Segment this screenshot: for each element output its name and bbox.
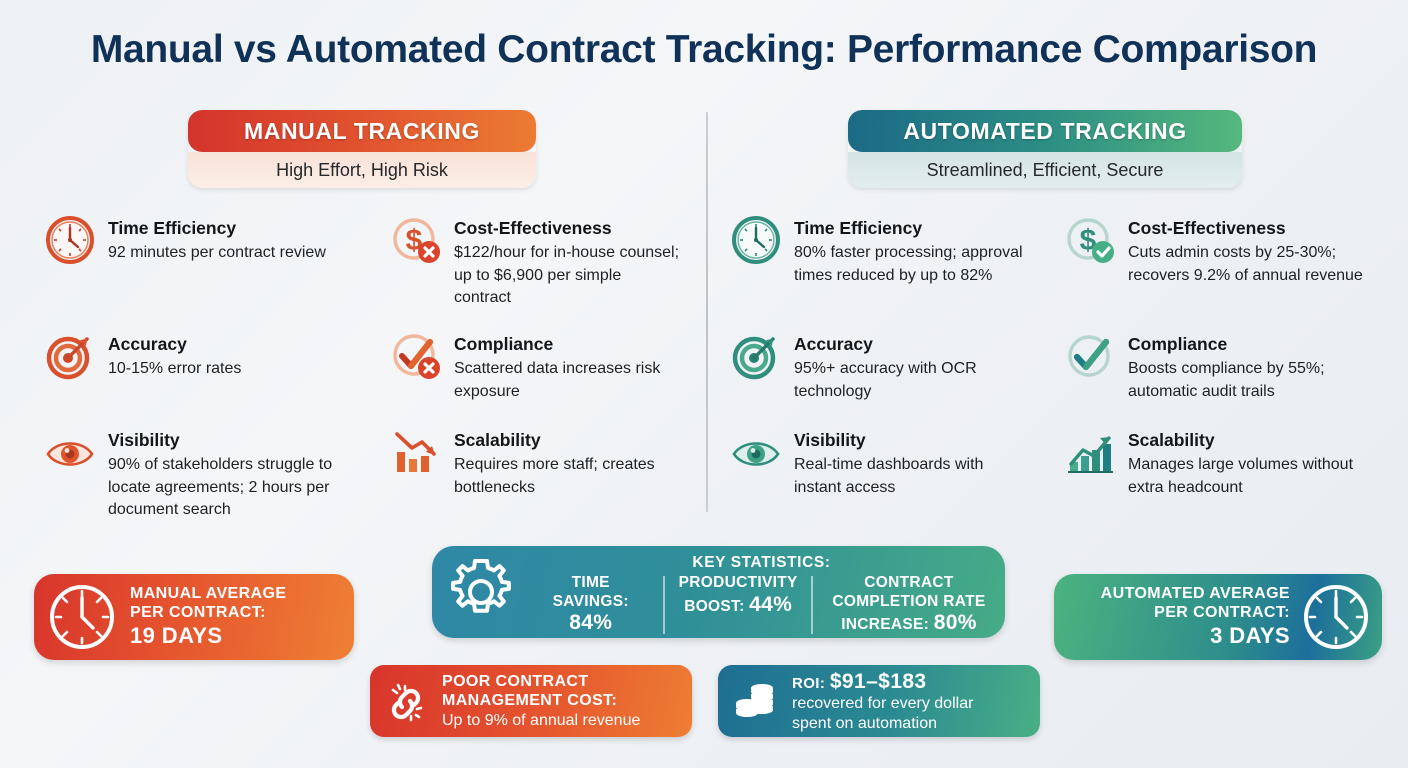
feature-title: Time Efficiency	[108, 218, 237, 238]
feature-text: Real-time dashboards with instant access	[794, 455, 984, 496]
feature-title: Compliance	[1128, 334, 1228, 354]
feature-manual-accuracy: Accuracy 10-15% error rates	[44, 334, 344, 382]
automated-summary-line1: AUTOMATED AVERAGE	[1100, 585, 1290, 603]
section-divider	[706, 112, 708, 512]
feature-automated-visibility: Visibility Real-time dashboards with ins…	[730, 430, 1030, 499]
clock-icon	[46, 581, 118, 653]
key-stat-label: INCREASE:	[841, 615, 930, 633]
automated-banner-title: AUTOMATED TRACKING	[848, 110, 1242, 152]
feature-title: Scalability	[454, 430, 541, 450]
eye-icon	[730, 426, 782, 478]
feature-text: 10-15% error rates	[108, 359, 242, 377]
clock-icon	[44, 214, 96, 266]
feature-manual-time-efficiency: Time Efficiency 92 minutes per contract …	[44, 216, 344, 266]
key-stat-value: 44%	[749, 592, 793, 616]
feature-manual-visibility: Visibility 90% of stakeholders struggle …	[44, 430, 344, 522]
clock-icon	[1300, 581, 1372, 653]
feature-title: Cost-Effectiveness	[1128, 218, 1286, 238]
feature-title: Visibility	[794, 430, 866, 450]
gear-icon	[444, 555, 518, 629]
stat-divider	[810, 576, 813, 634]
target-icon	[44, 330, 96, 382]
feature-text: Scattered data increases risk exposure	[454, 359, 661, 400]
key-stat-label: BOOST:	[684, 597, 745, 615]
feature-automated-time-efficiency: Time Efficiency 80% faster processing; a…	[730, 216, 1030, 287]
key-stat-label: CONTRACT	[864, 574, 954, 592]
manual-average-pill: MANUAL AVERAGE PER CONTRACT: 19 DAYS	[34, 574, 354, 660]
manual-banner-title: MANUAL TRACKING	[188, 110, 536, 152]
feature-text: 80% faster processing; approval times re…	[794, 243, 1023, 284]
feature-title: Compliance	[454, 334, 554, 354]
key-stat-value: 80%	[933, 610, 977, 634]
feature-title: Accuracy	[108, 334, 187, 354]
poor-contract-line3: Up to 9% of annual revenue	[442, 711, 641, 729]
key-stat-label: PRODUCTIVITY	[678, 574, 798, 592]
manual-summary-line1: MANUAL AVERAGE	[130, 585, 287, 603]
check-circle-icon	[1064, 330, 1116, 382]
automated-summary-value: 3 DAYS	[1210, 623, 1290, 649]
key-statistics-panel: KEY STATISTICS: TIME SAVINGS: 84% PRODUC…	[432, 546, 1005, 638]
roi-line2: recovered for every dollar	[792, 695, 974, 713]
manual-summary-value: 19 DAYS	[130, 623, 223, 649]
key-stat-label: COMPLETION RATE	[832, 592, 986, 610]
feature-text: Manages large volumes without extra head…	[1128, 455, 1354, 496]
roi-card: ROI: $91–$183 recovered for every dollar…	[718, 665, 1040, 737]
automated-average-pill: AUTOMATED AVERAGE PER CONTRACT: 3 DAYS	[1054, 574, 1382, 660]
check-x-icon	[390, 330, 442, 382]
page-title: Manual vs Automated Contract Tracking: P…	[90, 28, 1318, 71]
feature-title: Accuracy	[794, 334, 873, 354]
key-stat-label: TIME	[571, 574, 610, 592]
feature-manual-cost-effectiveness: $ Cost-Effectiveness $122/hour for in-ho…	[390, 218, 680, 310]
feature-text: $122/hour for in-house counsel; up to $6…	[454, 243, 680, 307]
coins-icon	[732, 677, 780, 725]
poor-contract-line2: MANAGEMENT COST:	[442, 692, 618, 710]
broken-chain-icon	[384, 677, 432, 725]
feature-text: 90% of stakeholders struggle to locate a…	[108, 455, 333, 519]
svg-text:$: $	[406, 224, 423, 257]
feature-text: 95%+ accuracy with OCR technology	[794, 359, 977, 400]
feature-automated-compliance: Compliance Boosts compliance by 55%; aut…	[1064, 334, 1364, 403]
feature-manual-compliance: Compliance Scattered data increases risk…	[390, 334, 680, 403]
feature-automated-accuracy: Accuracy 95%+ accuracy with OCR technolo…	[730, 334, 1030, 403]
stat-divider	[663, 576, 666, 634]
feature-title: Time Efficiency	[794, 218, 923, 238]
feature-title: Visibility	[108, 430, 180, 450]
roi-value: $91–$183	[829, 669, 927, 693]
manual-section-banner: MANUAL TRACKING High Effort, High Risk	[188, 110, 536, 188]
roi-label: ROI:	[792, 674, 826, 692]
manual-banner-subtitle: High Effort, High Risk	[188, 152, 536, 188]
chart-up-icon	[1064, 426, 1116, 478]
automated-banner-subtitle: Streamlined, Efficient, Secure	[848, 152, 1242, 188]
chart-down-icon	[390, 426, 442, 478]
dollar-check-icon: $	[1064, 214, 1116, 266]
feature-text: Cuts admin costs by 25-30%; recovers 9.2…	[1128, 243, 1363, 284]
key-stat-label: SAVINGS:	[552, 592, 629, 610]
feature-automated-scalability: Scalability Manages large volumes withou…	[1064, 430, 1364, 499]
poor-contract-cost-card: POOR CONTRACT MANAGEMENT COST: Up to 9% …	[370, 665, 692, 737]
svg-text:$: $	[1080, 224, 1097, 257]
manual-summary-line2: PER CONTRACT:	[130, 604, 266, 622]
feature-text: 92 minutes per contract review	[108, 243, 326, 261]
roi-line3: spent on automation	[792, 714, 937, 732]
key-stat-value: 84%	[569, 610, 613, 634]
automated-summary-line2: PER CONTRACT:	[1154, 604, 1290, 622]
key-stat-completion-rate: CONTRACT COMPLETION RATE INCREASE: 80%	[813, 574, 1005, 635]
target-icon	[730, 330, 782, 382]
automated-section-banner: AUTOMATED TRACKING Streamlined, Efficien…	[848, 110, 1242, 188]
feature-manual-scalability: Scalability Requires more staff; creates…	[390, 430, 680, 499]
clock-icon	[730, 214, 782, 266]
key-stat-time-savings: TIME SAVINGS: 84%	[518, 574, 663, 635]
key-statistics-heading: KEY STATISTICS:	[692, 554, 831, 572]
poor-contract-line1: POOR CONTRACT	[442, 672, 589, 690]
eye-icon	[44, 426, 96, 478]
feature-text: Requires more staff; creates bottlenecks	[454, 455, 655, 496]
dollar-x-icon: $	[390, 214, 442, 266]
feature-title: Scalability	[1128, 430, 1215, 450]
key-stat-productivity-boost: PRODUCTIVITY BOOST: 44%	[665, 574, 810, 635]
feature-automated-cost-effectiveness: $ Cost-Effectiveness Cuts admin costs by…	[1064, 218, 1364, 287]
feature-text: Boosts compliance by 55%; automatic audi…	[1128, 359, 1325, 400]
feature-title: Cost-Effectiveness	[454, 218, 612, 238]
